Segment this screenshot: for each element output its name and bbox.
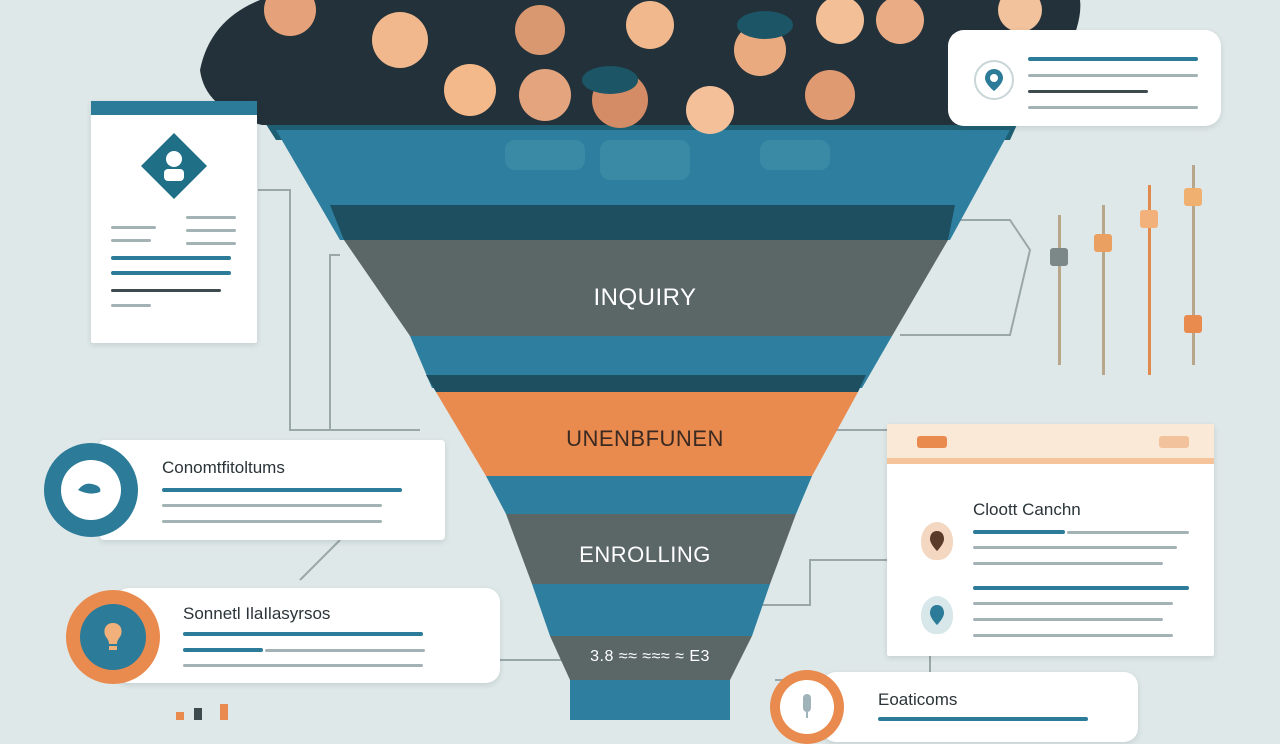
card-line: [973, 562, 1163, 565]
bottom-right-card-title: Eoaticoms: [878, 690, 958, 709]
diamond-person-icon: [141, 133, 207, 199]
doc-line: [111, 304, 151, 307]
card-line: [1028, 90, 1148, 93]
card-line: [1028, 57, 1198, 61]
mini-bar-chart-icon: [170, 702, 240, 720]
card-line: [973, 530, 1065, 534]
microphone-icon: [770, 670, 844, 744]
card-line: [878, 717, 1088, 721]
funnel-spout: [570, 680, 730, 720]
bottom-right-card: Eoaticoms: [822, 672, 1138, 742]
funnel-band-teal-4: [532, 584, 770, 636]
doc-line: [111, 271, 231, 275]
location-card: [948, 30, 1221, 126]
left-bottom-card-title: Sonnetl IlaIlasyrsos: [183, 604, 331, 623]
left-middle-card: Conomtfitoltums: [100, 440, 445, 540]
panel-header-pill: [1159, 436, 1189, 448]
card-line: [973, 546, 1177, 549]
left-middle-card-title: Conomtfitoltums: [162, 458, 285, 477]
card-line: [1028, 106, 1198, 109]
slider-controls-icon: [1040, 160, 1220, 380]
stage-bottom-label: 3.8 ≈≈ ≈≈≈ ≈ E3: [590, 648, 710, 665]
funnel-band-dark: [330, 205, 955, 240]
left-bottom-card: Sonnetl IlaIlasyrsos: [115, 588, 500, 683]
doc-line: [186, 216, 236, 219]
card-line: [162, 520, 382, 523]
funnel-band-enrolling: [506, 514, 796, 584]
chat-bubble-icon: [44, 443, 138, 537]
funnel-band-inquiry: [344, 240, 948, 336]
stage-inquiry-label: INQUIRY: [593, 284, 697, 311]
card-line: [973, 586, 1189, 590]
card-line: [183, 648, 263, 652]
card-line: [162, 488, 402, 492]
panel-header-tab: [917, 436, 947, 448]
right-panel-title: Cloott Canchn: [973, 500, 1081, 519]
card-line: [1067, 531, 1189, 534]
right-panel-card: Cloott Canchn: [887, 424, 1214, 656]
stage-middle-label: UNENBFUNEN: [566, 426, 724, 451]
card-line: [265, 649, 425, 652]
crowd-illustration: [200, 0, 1081, 180]
card-line: [1028, 74, 1198, 77]
funnel-infographic: Conomtfitoltums Sonnetl IlaIlasyrsos Clo…: [44, 0, 1221, 744]
document-card: [91, 101, 257, 343]
stage-enrolling-label: ENROLLING: [579, 542, 711, 567]
doc-line: [186, 229, 236, 232]
doc-line: [186, 242, 236, 245]
person-marker-icon: [921, 522, 953, 560]
doc-line: [111, 256, 231, 260]
card-line: [183, 664, 423, 667]
funnel-band-dark-2: [426, 375, 866, 392]
funnel-band-bottom: [550, 636, 752, 680]
funnel: [262, 118, 1020, 720]
card-line: [183, 632, 423, 636]
person-marker-icon: [921, 596, 953, 634]
lightbulb-icon: [66, 590, 160, 684]
card-line: [162, 504, 382, 507]
document-header-bar: [91, 101, 257, 115]
funnel-band-teal-3: [486, 476, 812, 514]
card-line: [973, 602, 1173, 605]
location-pin-icon: [974, 60, 1014, 100]
funnel-band-orange: [436, 392, 858, 476]
doc-line: [111, 239, 151, 242]
doc-line: [111, 226, 156, 229]
card-line: [973, 618, 1163, 621]
doc-line: [111, 289, 221, 292]
card-line: [973, 634, 1173, 637]
